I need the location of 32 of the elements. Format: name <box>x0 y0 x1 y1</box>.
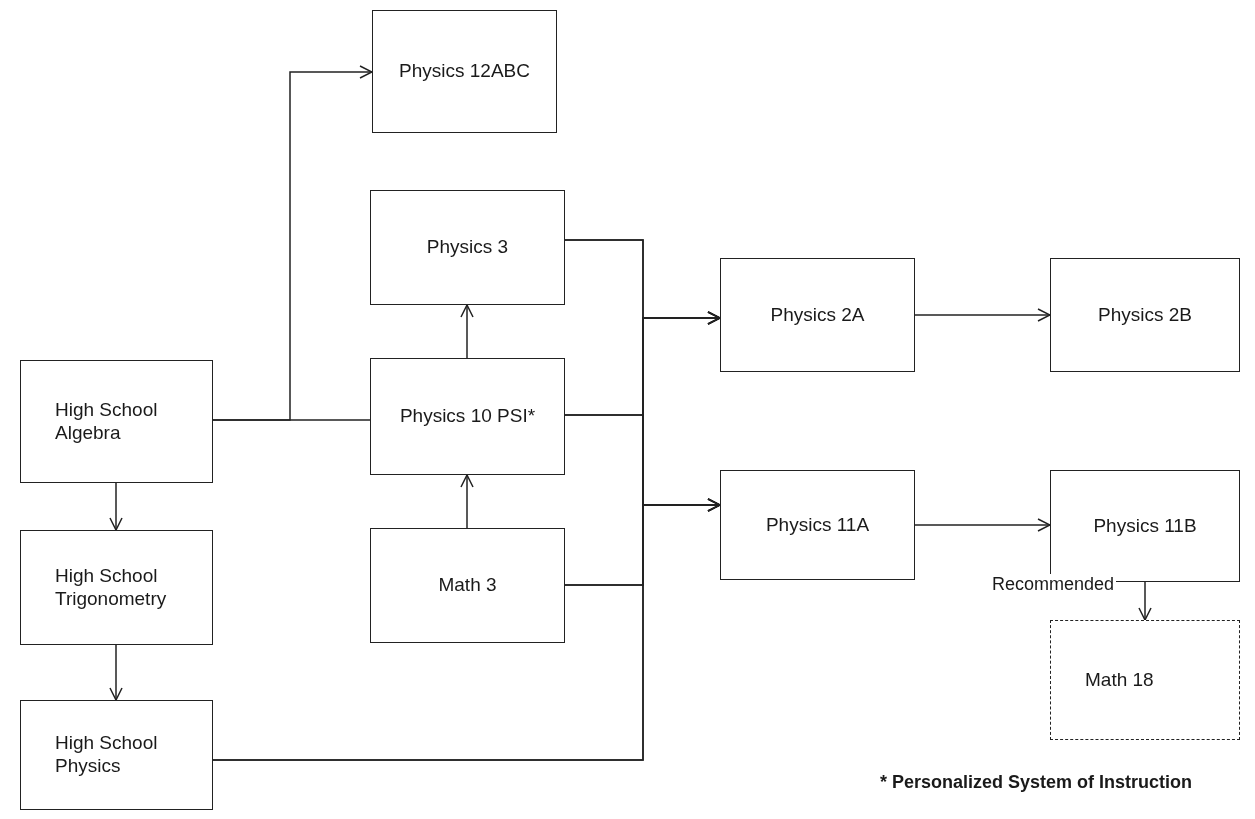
arrow <box>109 482 123 531</box>
footnote: * Personalized System of Instruction <box>880 772 1193 793</box>
course-box <box>20 360 213 483</box>
arrow <box>1138 581 1152 621</box>
course-box <box>20 700 213 810</box>
course-box <box>1050 258 1240 372</box>
course-name: Physics 12ABC <box>399 60 530 83</box>
arrow <box>212 498 721 761</box>
course-box <box>370 528 565 643</box>
arrow <box>109 644 123 701</box>
course-name: Math 18 <box>1085 668 1154 692</box>
course-box <box>370 190 565 305</box>
arrow <box>460 474 474 529</box>
course-box <box>370 358 565 475</box>
course-box <box>1050 620 1240 740</box>
course-name: Physics 3 <box>426 236 509 259</box>
course-name: Math 3 <box>438 574 497 597</box>
course-name: Physics 2B <box>1098 303 1192 327</box>
course-box <box>372 10 557 133</box>
course-name: High School Algebra <box>55 398 159 445</box>
course-box <box>720 470 915 580</box>
arrow <box>914 308 1051 322</box>
arrow <box>460 304 474 359</box>
course-box <box>20 530 213 645</box>
course-name: Physics 11B <box>1093 514 1197 538</box>
course-box <box>720 258 915 372</box>
course-name: High School Physics <box>55 732 159 778</box>
arrow <box>914 518 1051 532</box>
course-name: Physics 11A <box>765 513 870 537</box>
course-name: Physics 2A <box>770 303 865 327</box>
course-name: High School Trigonometry <box>55 564 168 611</box>
course-name: Physics 10 PSI* <box>399 405 536 428</box>
